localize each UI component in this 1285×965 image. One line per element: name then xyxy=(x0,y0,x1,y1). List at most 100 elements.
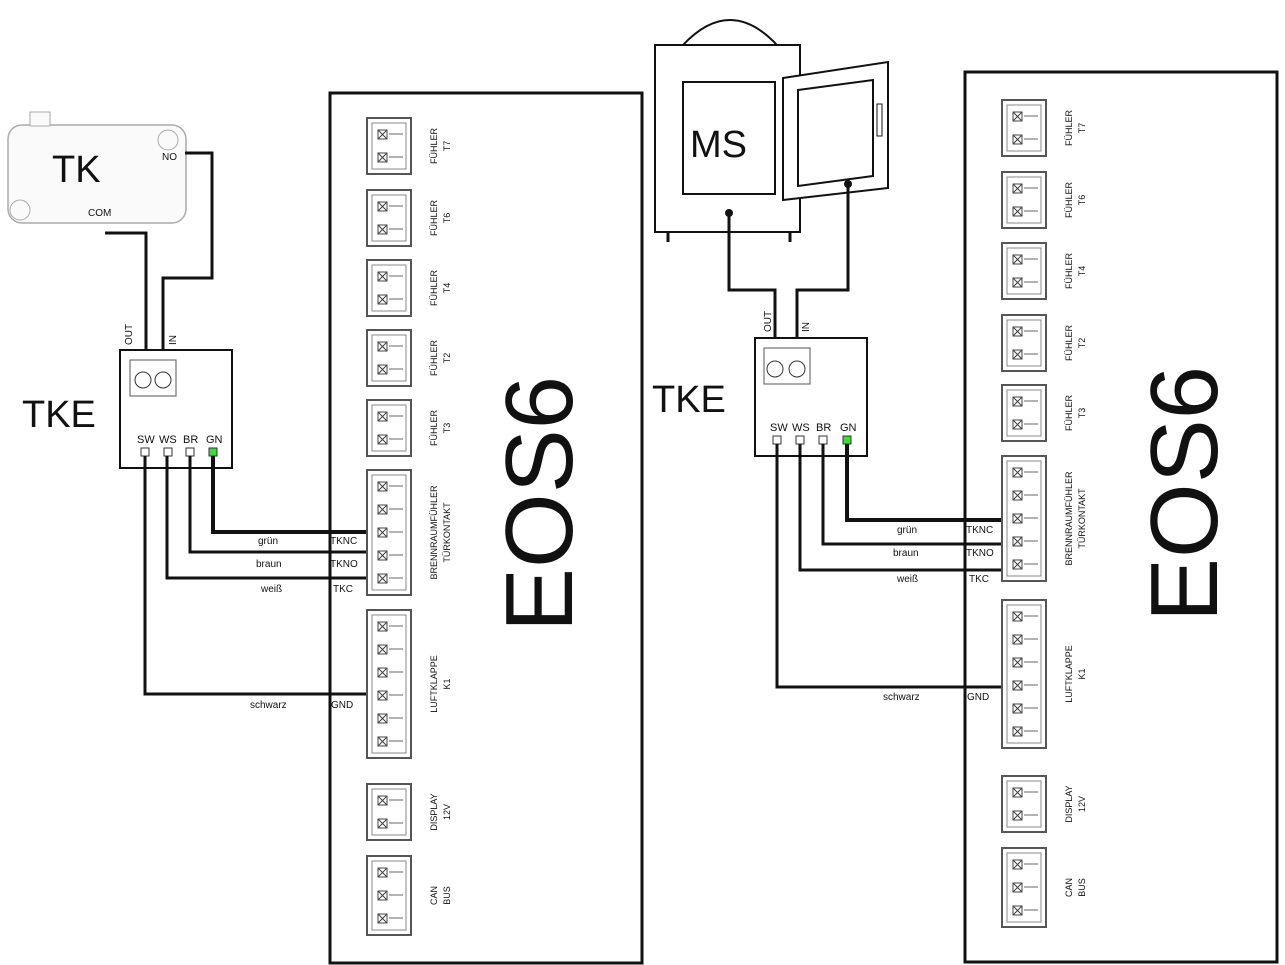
wire-label-white: weiß xyxy=(260,584,282,595)
wire-right-brown xyxy=(821,444,1020,546)
wire-right-label-brown: braun xyxy=(893,548,919,559)
right-connector-sub-8: 12V xyxy=(1077,796,1087,812)
wire-door-in xyxy=(795,184,850,370)
wire-white xyxy=(165,456,383,580)
right-connector-sub-3: T4 xyxy=(1077,266,1087,277)
wire-right-black xyxy=(775,444,1020,689)
left-connector-sub-1: T7 xyxy=(442,141,452,152)
right-connector-sub-7: K1 xyxy=(1077,668,1087,679)
right-connector-name-4: FÜHLER xyxy=(1064,325,1074,362)
wire-black xyxy=(143,456,383,696)
wire-right-label-green: grün xyxy=(897,525,917,536)
tke-terminal-br: BR xyxy=(183,434,198,446)
right-connector-sub-9: BUS xyxy=(1077,878,1087,897)
left-connector-name-7: LUFTKLAPPE xyxy=(429,655,439,713)
left-connector-name-1: FÜHLER xyxy=(429,128,439,165)
controller-board xyxy=(328,91,644,965)
tke-right-terminal-ws: WS xyxy=(792,422,810,434)
wire-label-green: grün xyxy=(258,536,278,547)
right-connector-name-2: FÜHLER xyxy=(1064,182,1074,219)
tke-module-right: OUT IN SW WS BR GN xyxy=(754,311,868,457)
right-connector-name-5: FÜHLER xyxy=(1064,395,1074,432)
pin-label-tknc: TKNC xyxy=(330,536,357,547)
left-connector-sub-3: T4 xyxy=(442,283,452,294)
left-connector-name-2: FÜHLER xyxy=(429,200,439,237)
wire-switch-com xyxy=(105,231,148,370)
controller-label: EOS6 xyxy=(486,376,593,632)
left-connector-name-3: FÜHLER xyxy=(429,270,439,307)
wire-brown xyxy=(188,456,383,554)
right-connector-sub-6: TÜRKONTAKT xyxy=(1077,488,1087,549)
left-connector-sub-9: BUS xyxy=(442,886,452,905)
tke-terminal-gn: GN xyxy=(206,434,223,446)
wire-green xyxy=(211,456,383,534)
pin-label-tkno: TKNO xyxy=(330,559,358,570)
wire-label-brown: braun xyxy=(256,559,282,570)
controller-right-label: EOS6 xyxy=(1131,366,1238,622)
pin-right-label-tkc: TKC xyxy=(969,574,989,585)
switch-label: TK xyxy=(52,149,101,191)
pin-label-tkc: TKC xyxy=(333,584,353,595)
right-connector-name-3: FÜHLER xyxy=(1064,253,1074,290)
left-connector-sub-8: 12V xyxy=(442,804,452,820)
right-connector-name-8: DISPLAY xyxy=(1064,785,1074,822)
pin-label-gnd: GND xyxy=(331,700,353,711)
stove: MS xyxy=(654,19,889,242)
tke-right-label: TKE xyxy=(652,379,726,421)
tke-terminal-sw: SW xyxy=(137,434,155,446)
right-diagram: MS OUT IN SW WS BR GN TKE grün xyxy=(652,19,1279,964)
tke-terminal-ws: WS xyxy=(159,434,177,446)
tke-label: TKE xyxy=(22,394,96,436)
tke-right-in-label: IN xyxy=(801,322,812,332)
left-connector-sub-4: T2 xyxy=(442,353,452,364)
wire-right-white xyxy=(798,444,1020,572)
tke-right-terminal-br: BR xyxy=(816,422,831,434)
left-connector-sub-6: TÜRKONTAKT xyxy=(442,502,452,563)
tke-right-out-label: OUT xyxy=(763,311,774,332)
left-diagram: TK NO COM OUT IN SW WS BR GN TKE xyxy=(7,91,644,965)
wire-right-green xyxy=(845,444,1020,522)
switch-no-label: NO xyxy=(162,152,177,163)
left-connector-name-4: FÜHLER xyxy=(429,340,439,377)
right-connector-name-1: FÜHLER xyxy=(1064,110,1074,147)
tke-in-label: IN xyxy=(168,335,179,345)
tke-module: OUT IN SW WS BR GN xyxy=(119,324,233,469)
pin-right-label-tknc: TKNC xyxy=(966,525,993,536)
right-connector-sub-5: T3 xyxy=(1077,408,1087,419)
controller-board-right xyxy=(963,70,1279,964)
left-connector-name-8: DISPLAY xyxy=(429,793,439,830)
right-connector-sub-4: T2 xyxy=(1077,338,1087,349)
tke-right-terminal-sw: SW xyxy=(770,422,788,434)
pin-right-label-gnd: GND xyxy=(967,692,989,703)
left-connector-sub-5: T3 xyxy=(442,423,452,434)
left-connector-sub-7: K1 xyxy=(442,678,452,689)
tke-out-label: OUT xyxy=(124,324,135,345)
stove-label: MS xyxy=(690,124,747,166)
pin-right-label-tkno: TKNO xyxy=(966,548,994,559)
right-connector-name-9: CAN xyxy=(1064,878,1074,897)
left-connector-sub-2: T6 xyxy=(442,213,452,224)
wire-stove-out xyxy=(727,213,777,370)
right-connector-name-6: BRENNRAUMFÜHLER xyxy=(1064,471,1074,566)
left-connector-name-9: CAN xyxy=(429,886,439,905)
tke-right-terminal-gn: GN xyxy=(840,422,857,434)
right-connector-sub-2: T6 xyxy=(1077,195,1087,206)
